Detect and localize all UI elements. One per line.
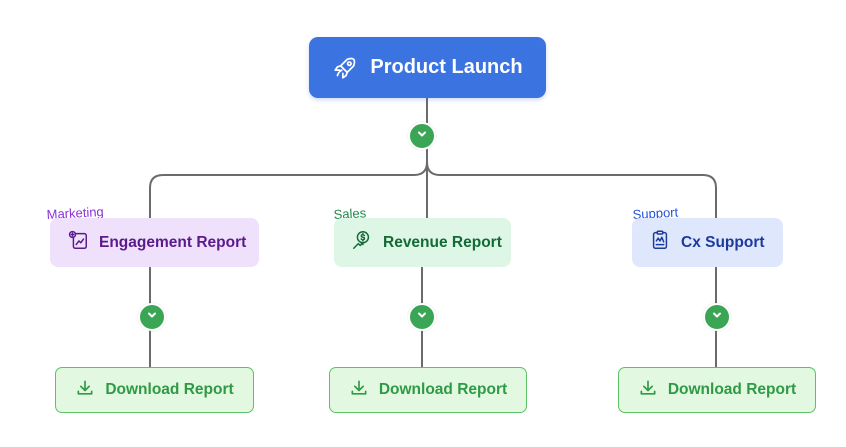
expand-toggle-sales[interactable] [408,303,436,331]
chart-document-icon [67,229,89,256]
expand-toggle-root[interactable] [408,122,436,150]
clipboard-chart-icon [649,229,671,256]
expand-toggle-marketing[interactable] [138,303,166,331]
chevron-down-icon [416,308,428,326]
node-title: Revenue Report [383,233,502,251]
root-node[interactable]: Product Launch [309,37,546,98]
connector-split-left [149,161,428,218]
download-icon [349,378,369,403]
download-label: Download Report [667,381,797,398]
money-growth-icon [351,229,373,256]
node-cx-support[interactable]: Cx Support [632,218,783,267]
download-report-button-sales[interactable]: Download Report [329,367,527,413]
download-icon [75,378,95,403]
node-engagement-report[interactable]: Engagement Report [50,218,259,267]
rocket-icon [332,55,358,81]
expand-toggle-support[interactable] [703,303,731,331]
connector-split-right [426,161,717,218]
download-report-button-marketing[interactable]: Download Report [55,367,254,413]
download-label: Download Report [378,381,508,398]
download-label: Download Report [105,381,234,398]
root-label: Product Launch [370,56,523,78]
node-revenue-report[interactable]: Revenue Report [334,218,511,267]
node-title: Cx Support [681,233,765,251]
node-title: Engagement Report [99,233,247,251]
chevron-down-icon [146,308,158,326]
download-report-button-support[interactable]: Download Report [618,367,816,413]
chevron-down-icon [416,127,428,145]
chevron-down-icon [711,308,723,326]
download-icon [638,378,658,403]
